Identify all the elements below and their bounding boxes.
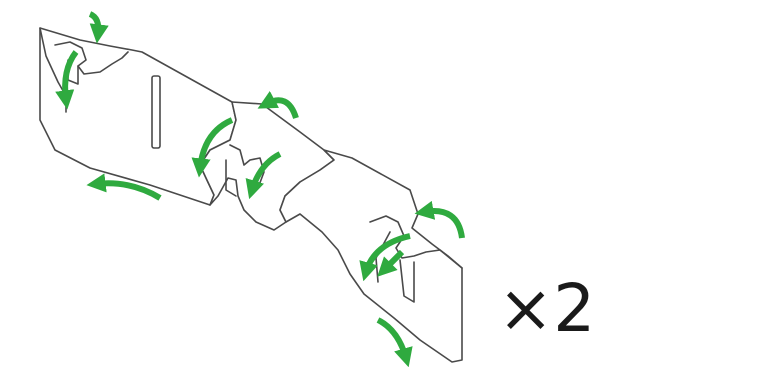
middle-tab-slot [225,159,237,197]
vertical-slot [151,75,161,149]
fold-arrow-icon [245,151,282,200]
middle-tab [229,144,265,189]
cardboard-part [39,27,463,363]
quantity-label: ×2 [498,270,596,347]
fold-arrow-icon [257,90,299,120]
fold-arrow-icon [88,11,109,44]
left-tab [54,41,129,75]
fold-arrows [55,11,465,368]
fold-arrow-icon [414,200,465,239]
fold-arrow-icon [191,117,234,178]
right-tab-slot [399,259,415,303]
fold-arrow-icon [55,50,79,110]
fold-arrow-icon [359,233,411,282]
fold-arrow-icon [86,173,162,201]
fold-arrow-icon [377,249,405,277]
fold-arrow-icon [376,317,413,368]
